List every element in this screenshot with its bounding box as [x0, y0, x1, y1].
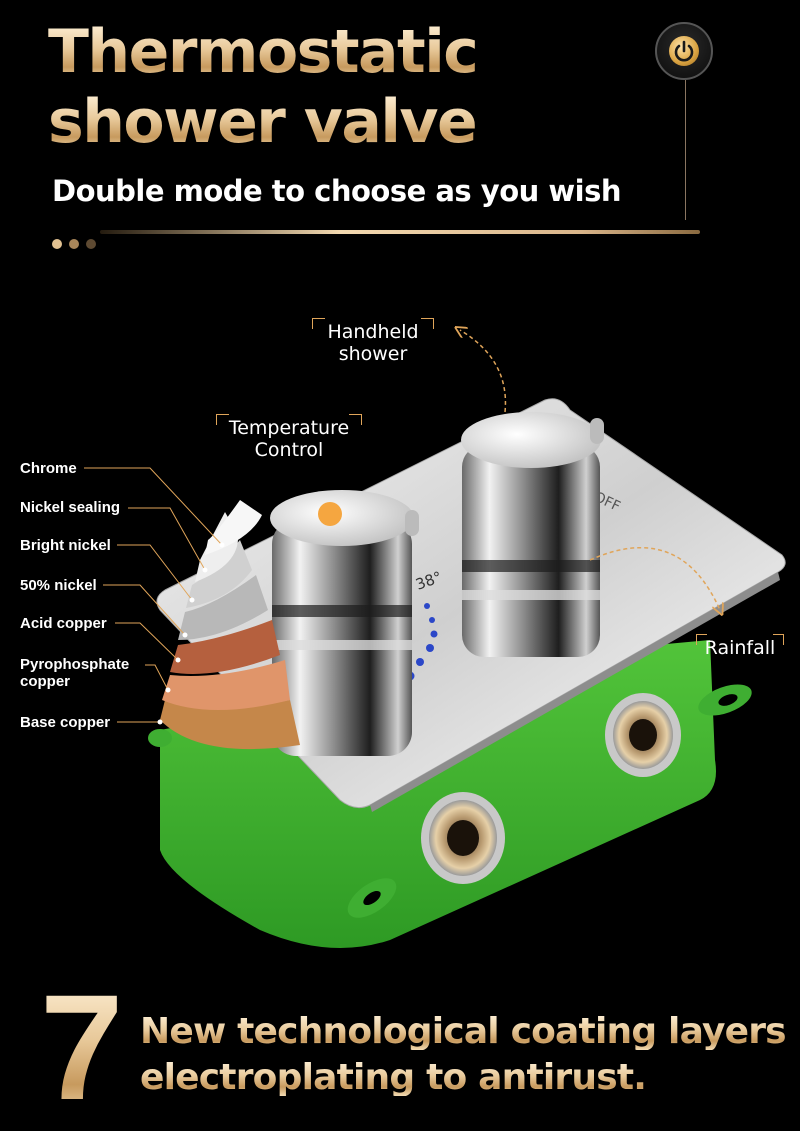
bracket — [312, 318, 325, 329]
layer-label: Pyrophosphate copper — [20, 656, 130, 690]
power-icon — [669, 36, 699, 66]
footer-line-1: New technological coating layers — [140, 1011, 787, 1052]
title-line-1: Thermostatic — [48, 17, 479, 87]
power-button[interactable] — [655, 22, 713, 80]
subtitle: Double mode to choose as you wish — [52, 174, 622, 208]
footer-line-2: electroplating to antirust. — [140, 1057, 647, 1098]
layer-label: Nickel sealing — [20, 499, 121, 516]
temperature-marker-dot — [318, 502, 342, 526]
coating-layers — [160, 500, 300, 750]
handheld-shower-callout: Handheld shower — [312, 318, 434, 366]
rainfall-label: Rainfall — [704, 637, 776, 659]
layer-label: Bright nickel — [20, 537, 111, 554]
layer-label: Chrome — [20, 460, 77, 477]
title-line-2: shower valve — [48, 87, 478, 157]
temperature-control-callout: Temperature Control — [216, 414, 362, 462]
diverter-knob — [461, 412, 604, 657]
decorative-line — [685, 80, 686, 220]
temperature-knob — [270, 490, 419, 756]
decorative-dot — [69, 239, 79, 249]
decorative-divider — [100, 230, 700, 234]
rainfall-callout: Rainfall — [696, 634, 784, 660]
handheld-shower-label: Handheld shower — [327, 321, 419, 365]
bracket — [421, 318, 434, 329]
layer-label: 50% nickel — [20, 577, 97, 594]
bracket — [216, 414, 229, 425]
layer-label: Base copper — [20, 714, 111, 731]
decorative-dot — [52, 239, 62, 249]
bracket — [696, 634, 707, 645]
bracket — [773, 634, 784, 645]
decorative-dot — [86, 239, 96, 249]
temperature-control-label: Temperature Control — [228, 417, 350, 461]
layer-label: Acid copper — [20, 615, 107, 632]
layer-count-number: 7 — [40, 963, 123, 1131]
bracket — [349, 414, 362, 425]
